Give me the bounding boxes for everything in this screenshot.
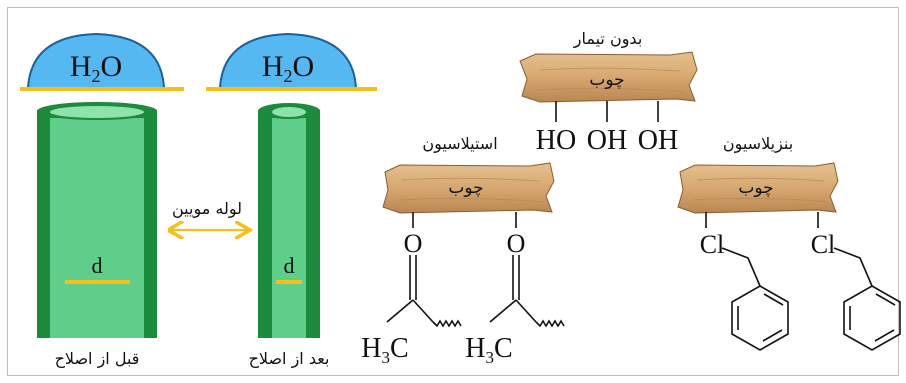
chlorine-2: Cl bbox=[811, 230, 836, 259]
methyl-group-2: H3C bbox=[465, 333, 512, 367]
acetyl-oxygen-1: O bbox=[404, 229, 423, 258]
wood-label-acetylation: چوب bbox=[448, 178, 483, 198]
water-formula-left: H2O bbox=[70, 50, 122, 86]
hydroxyl-3: OH bbox=[638, 125, 678, 156]
water-drop-left: H2O bbox=[20, 32, 184, 91]
methyl-group-1: H3C bbox=[361, 333, 408, 367]
untreated-title: بدون تیمار bbox=[573, 29, 643, 49]
hydroxyl-1: HO bbox=[536, 125, 576, 156]
water-formula-right: H2O bbox=[262, 50, 314, 86]
water-drop-right: H2O bbox=[206, 32, 377, 91]
wood-board-untreated: چوب bbox=[519, 51, 698, 103]
wood-board-benzylation: چوب bbox=[677, 162, 839, 214]
figure-border bbox=[7, 7, 899, 376]
wood-label-untreated: چوب bbox=[589, 70, 624, 90]
hydroxyl-2: OH bbox=[587, 125, 627, 156]
chlorine-1: Cl bbox=[700, 230, 725, 259]
acetyl-oxygen-2: O bbox=[507, 229, 526, 258]
diameter-label-left: d bbox=[92, 253, 103, 278]
benzylation-title: بنزیلاسیون bbox=[723, 134, 793, 154]
acetylation-title: استیلاسیون bbox=[422, 134, 497, 154]
untreated-bonds bbox=[555, 101, 659, 122]
wood-board-acetylation: چوب bbox=[382, 162, 555, 214]
tube-after-modification: d bbox=[258, 103, 320, 338]
benzene-ring-1 bbox=[731, 285, 789, 351]
diameter-label-right: d bbox=[284, 253, 295, 278]
label-before-modification: قبل از اصلاح bbox=[55, 349, 140, 369]
benzene-ring-2 bbox=[843, 285, 901, 351]
tube-before-modification: d bbox=[37, 102, 157, 338]
benzyl-bonds bbox=[705, 212, 873, 287]
label-after-modification: بعد از اصلاح bbox=[249, 349, 330, 369]
wood-label-benzylation: چوب bbox=[738, 178, 773, 198]
acetyl-bonds bbox=[386, 212, 565, 328]
capillary-label: لوله مویین bbox=[172, 199, 242, 219]
